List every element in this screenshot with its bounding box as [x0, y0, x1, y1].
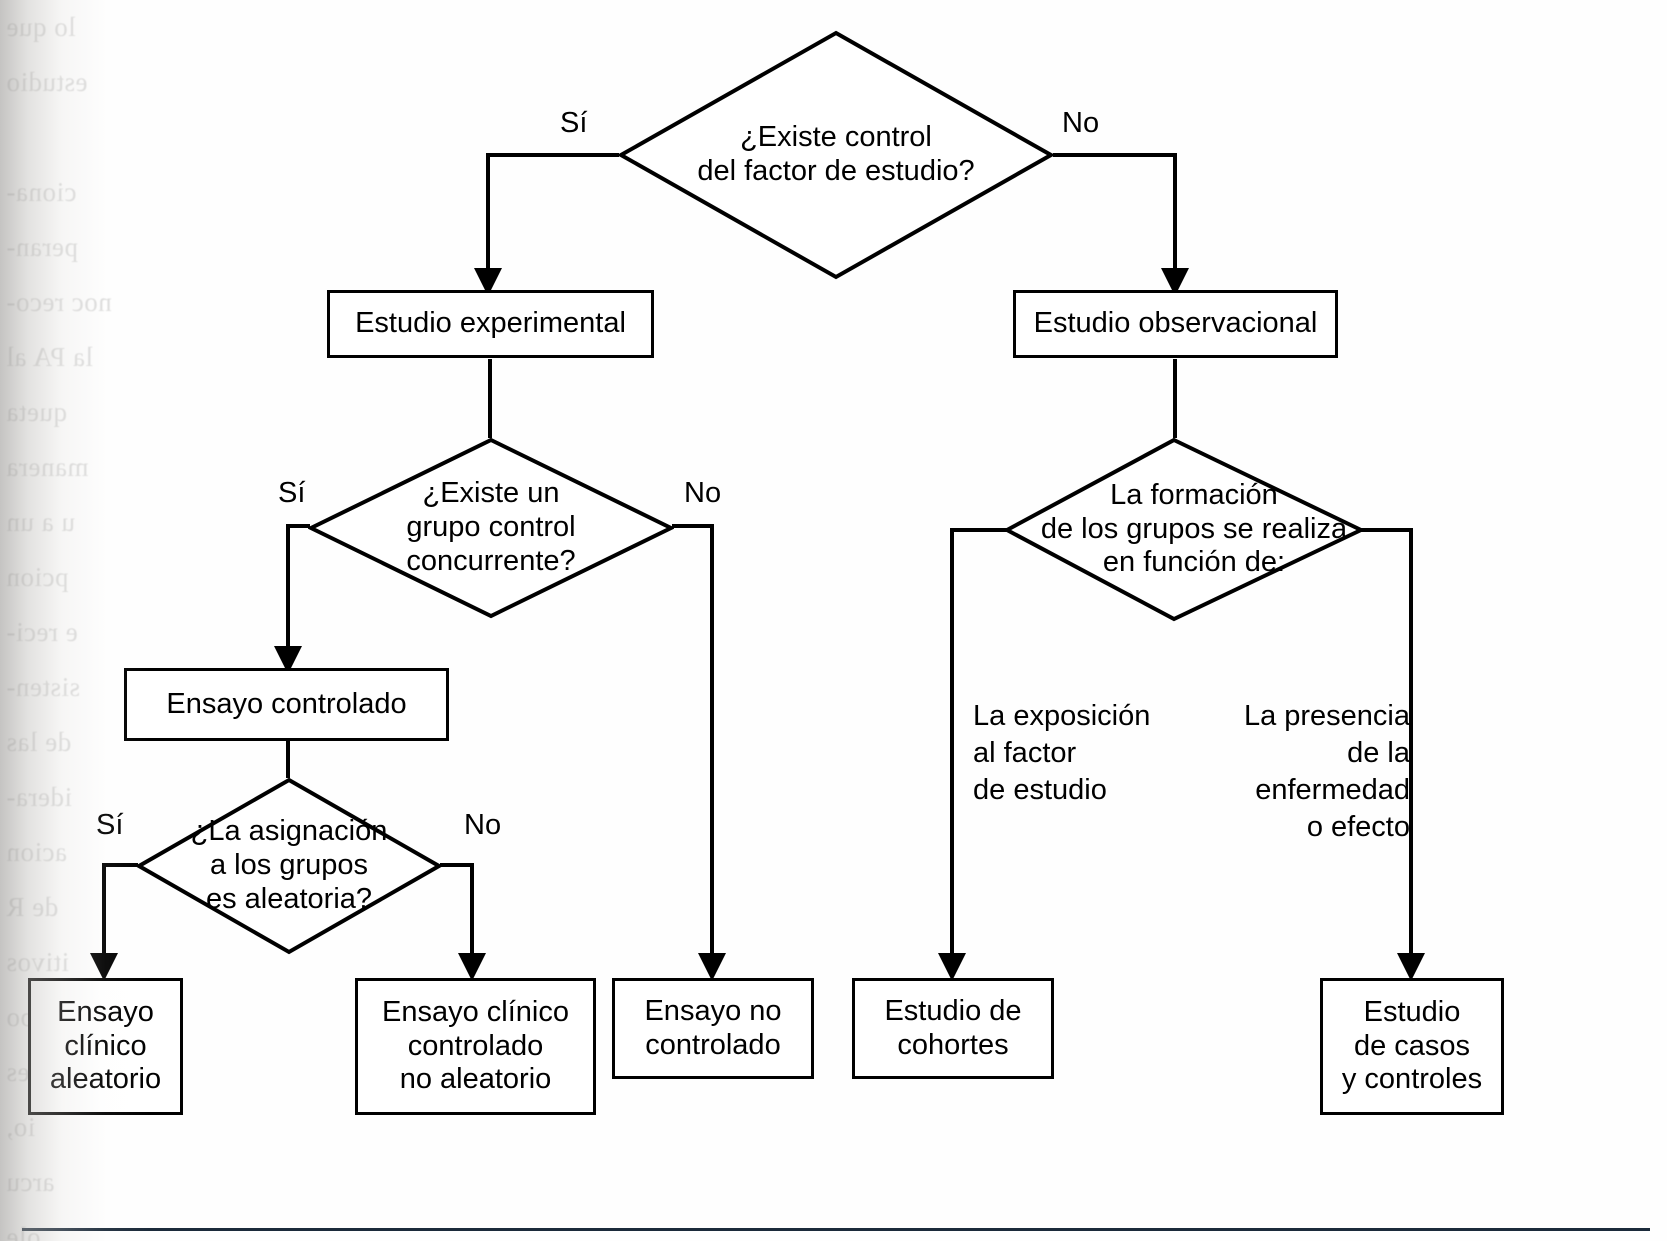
process-ensayo-controlado[interactable]: Ensayo controlado: [124, 668, 449, 741]
decision-formacion-grupos[interactable]: La formación de los grupos se realiza en…: [1004, 437, 1364, 622]
diamond-shape: [308, 437, 674, 619]
note-exposicion-factor-estudio: La exposición al factor de estudio: [973, 700, 1151, 807]
edge-label-control-si: Sí: [560, 107, 588, 139]
page-bottom-rule: [22, 1228, 1650, 1231]
decision-existe-control[interactable]: ¿Existe control del factor de estudio?: [618, 30, 1054, 280]
edge-label-control-no: No: [1062, 107, 1100, 139]
diamond-shape: [136, 777, 442, 955]
terminal-ensayo-clinico-controlado-no-aleatorio-label: Ensayo clínico controlado no aleatorio: [382, 996, 569, 1096]
note-presencia-enfermedad: La presencia de la enfermedad o efecto: [1243, 700, 1410, 844]
terminal-ensayo-clinico-aleatorio-label: Ensayo clínico aleatorio: [49, 996, 162, 1096]
terminal-estudio-casos-controles[interactable]: Estudio de casos y controles: [1320, 978, 1504, 1115]
terminal-estudio-cohortes[interactable]: Estudio de cohortes: [852, 978, 1054, 1079]
terminal-ensayo-no-controlado-label: Ensayo no controlado: [644, 994, 782, 1061]
edge-label-grupo-no: No: [684, 477, 722, 509]
decision-existe-control-label: ¿Existe control del factor de estudio?: [697, 121, 975, 187]
edge-label-aleatoria-si: Sí: [96, 809, 124, 841]
diamond-shape: [618, 30, 1054, 280]
process-ensayo-controlado-label: Ensayo controlado: [166, 687, 407, 720]
terminal-estudio-casos-controles-label: Estudio de casos y controles: [1341, 996, 1483, 1096]
decision-grupo-control-concurrente-label: ¿Existe un grupo control concurrente?: [406, 477, 576, 577]
diamond-shape: [1004, 437, 1364, 622]
process-estudio-experimental-label: Estudio experimental: [355, 307, 626, 340]
decision-asignacion-aleatoria[interactable]: ¿La asignación a los grupos es aleatoria…: [136, 777, 442, 955]
decision-formacion-grupos-label: La formación de los grupos se realiza en…: [1040, 478, 1348, 579]
edge-label-grupo-si: Sí: [278, 477, 306, 509]
process-estudio-experimental[interactable]: Estudio experimental: [327, 290, 654, 358]
process-estudio-observacional[interactable]: Estudio observacional: [1013, 290, 1338, 358]
decision-grupo-control-concurrente[interactable]: ¿Existe un grupo control concurrente?: [308, 437, 674, 619]
edge-label-aleatoria-no: No: [464, 809, 502, 841]
terminal-ensayo-clinico-controlado-no-aleatorio[interactable]: Ensayo clínico controlado no aleatorio: [355, 978, 596, 1115]
process-estudio-observacional-label: Estudio observacional: [1033, 307, 1318, 340]
terminal-ensayo-no-controlado[interactable]: Ensayo no controlado: [612, 978, 814, 1079]
terminal-estudio-cohortes-label: Estudio de cohortes: [884, 994, 1022, 1061]
decision-asignacion-aleatoria-label: ¿La asignación a los grupos es aleatoria…: [190, 815, 388, 915]
terminal-ensayo-clinico-aleatorio[interactable]: Ensayo clínico aleatorio: [28, 978, 183, 1115]
